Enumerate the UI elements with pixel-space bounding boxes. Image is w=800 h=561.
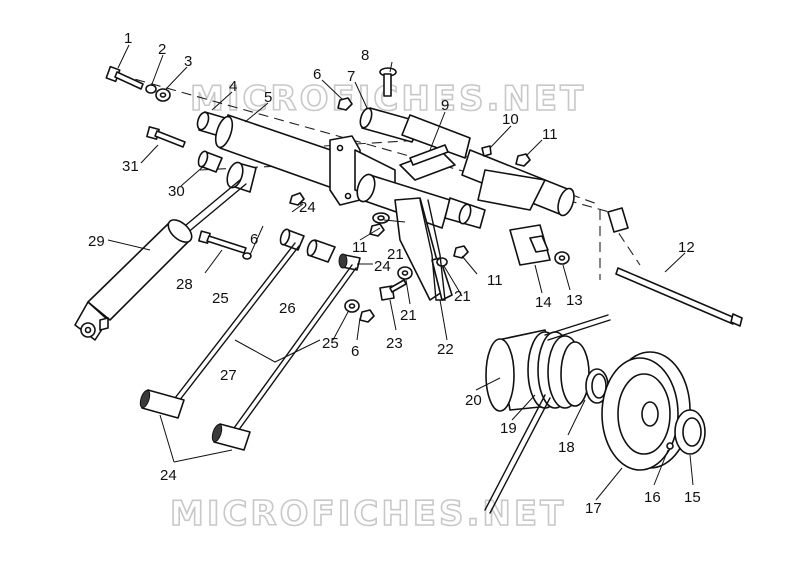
pin-10 (481, 145, 492, 157)
bolt-28 (198, 230, 247, 254)
washer-21-upper (372, 212, 390, 224)
callout-labels: 1 2 3 4 5 6 7 8 9 10 11 12 13 14 15 16 1… (88, 30, 701, 517)
callout-6-mid: 6 (250, 231, 258, 248)
callout-24-mid: 24 (374, 258, 391, 275)
bushing-24-bottom-left (139, 389, 185, 419)
callout-7: 7 (347, 68, 355, 85)
leader-lines (107, 44, 694, 501)
callout-18: 18 (558, 439, 575, 456)
callout-15: 15 (684, 489, 701, 506)
callout-21-c: 21 (454, 288, 471, 305)
callout-27: 27 (220, 367, 237, 384)
callout-2: 2 (158, 41, 166, 58)
bushing-24-right (338, 253, 361, 271)
washer-3 (155, 88, 171, 102)
nut-6-mid (289, 192, 305, 206)
nut-6-lower (359, 309, 375, 323)
bolt-31 (146, 126, 186, 148)
callout-22: 22 (437, 341, 454, 358)
bushing-30 (197, 150, 223, 173)
callout-5: 5 (264, 89, 272, 106)
callout-13: 13 (566, 292, 583, 309)
callout-31: 31 (122, 158, 139, 175)
callout-6-top: 6 (313, 66, 321, 83)
callout-23: 23 (386, 335, 403, 352)
callout-9: 9 (441, 97, 449, 114)
crossbar-right (477, 169, 546, 211)
wheel-17 (601, 351, 691, 471)
callout-26: 26 (279, 300, 296, 317)
end-bracket (607, 207, 629, 233)
bushing-24-bottom-right (211, 423, 251, 451)
callout-8: 8 (361, 47, 369, 64)
rod-12 (615, 267, 743, 327)
callout-11-top: 11 (542, 126, 558, 143)
bushing-24-mid (279, 228, 305, 251)
callout-17: 17 (585, 500, 602, 517)
callout-19: 19 (500, 420, 517, 437)
shock-29 (74, 161, 257, 341)
callout-29: 29 (88, 233, 105, 250)
callout-14: 14 (535, 294, 552, 311)
callout-11-arm: 11 (487, 272, 503, 289)
spring-20 (485, 329, 590, 412)
washer-25-left (242, 252, 252, 260)
callout-10: 10 (502, 111, 519, 128)
bolt-8 (379, 67, 397, 97)
washer-21-lower (397, 266, 413, 280)
callout-4: 4 (229, 78, 237, 95)
washer-13 (554, 251, 570, 265)
callout-30: 30 (168, 183, 185, 200)
callout-25-left: 25 (212, 290, 229, 307)
callout-24-top: 24 (299, 199, 316, 216)
nut-11-arm (453, 245, 469, 259)
callout-3: 3 (184, 53, 192, 70)
link-27 (174, 242, 357, 432)
bushing-18 (585, 368, 609, 404)
callout-21-a: 21 (387, 246, 404, 263)
callout-11-center: 11 (352, 239, 368, 256)
bolt-23 (379, 279, 407, 301)
bushing-26 (306, 239, 336, 263)
washer-21-arm (436, 257, 448, 267)
arm-22 (394, 197, 446, 301)
callout-28: 28 (176, 276, 193, 293)
spacer-16 (666, 442, 674, 450)
callout-20: 20 (465, 392, 482, 409)
callout-12: 12 (678, 239, 695, 256)
watermark-bottom: MICROFICHES.NET (170, 494, 566, 534)
spring-19 (484, 314, 611, 514)
nut-6-top (337, 97, 353, 111)
washer-2 (145, 84, 157, 94)
bearing-15 (674, 409, 706, 455)
callout-24-bottom: 24 (160, 467, 177, 484)
callout-6-lower: 6 (351, 343, 359, 360)
callout-25-right: 25 (322, 335, 339, 352)
bolt-1 (105, 65, 144, 90)
bracket-14 (509, 224, 551, 266)
washer-25-lower (344, 299, 360, 313)
callout-21-b: 21 (400, 307, 417, 324)
nut-11-right (515, 153, 531, 167)
callout-16: 16 (644, 489, 661, 506)
callout-1: 1 (124, 30, 132, 47)
